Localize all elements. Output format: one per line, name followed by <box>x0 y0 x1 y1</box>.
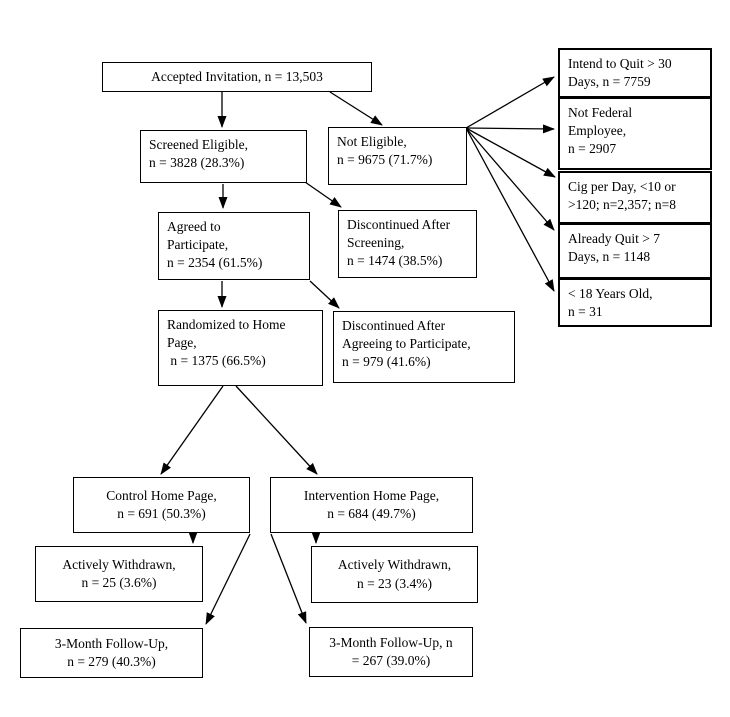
arrow-not-eligible-to-already-quit <box>465 127 555 231</box>
arrow-screened-to-discontinued-screening <box>304 181 342 208</box>
node-not-eligible: Not Eligible, n = 9675 (71.7%) <box>328 127 467 185</box>
node-actively-withdrawn-control: Actively Withdrawn, n = 25 (3.6%) <box>35 546 203 602</box>
node-intervention-home-page: Intervention Home Page, n = 684 (49.7%) <box>270 477 473 533</box>
node-cig-per-day: Cig per Day, <10 or >120; n=2,357; n=8 <box>558 171 712 224</box>
node-not-federal-employee: Not Federal Employee, n = 2907 <box>558 97 712 170</box>
node-followup-intervention: 3-Month Follow-Up, n = 267 (39.0%) <box>309 627 473 677</box>
arrow-randomized-to-control <box>160 385 224 475</box>
arrow-not-eligible-to-under-18 <box>465 127 555 292</box>
arrow-intervention-to-followup <box>270 533 307 624</box>
node-discontinued-after-screening: Discontinued After Screening, n = 1474 (… <box>338 210 477 278</box>
arrow-not-eligible-to-cig-per-day <box>465 127 556 178</box>
arrow-accepted-to-not-eligible <box>329 91 383 126</box>
arrow-not-eligible-to-not-federal <box>465 124 555 134</box>
node-control-home-page: Control Home Page, n = 691 (50.3%) <box>73 477 250 533</box>
node-agreed-to-participate: Agreed to Participate, n = 2354 (61.5%) <box>158 212 310 280</box>
node-followup-control: 3-Month Follow-Up, n = 279 (40.3%) <box>20 628 203 678</box>
arrow-randomized-to-intervention <box>235 385 318 475</box>
arrow-not-eligible-to-intend-to-quit <box>465 76 555 129</box>
node-randomized-to-home-page: Randomized to Home Page, n = 1375 (66.5%… <box>158 310 323 386</box>
node-discontinued-after-agreeing: Discontinued After Agreeing to Participa… <box>333 311 515 383</box>
node-accepted-invitation: Accepted Invitation, n = 13,503 <box>102 62 372 92</box>
arrow-control-to-followup <box>205 533 251 625</box>
node-actively-withdrawn-intervention: Actively Withdrawn, n = 23 (3.4%) <box>311 546 478 603</box>
node-already-quit: Already Quit > 7 Days, n = 1148 <box>558 223 712 279</box>
arrow-agreed-to-discontinued-agreeing <box>309 280 340 309</box>
node-screened-eligible: Screened Eligible, n = 3828 (28.3%) <box>140 130 307 183</box>
node-intend-to-quit: Intend to Quit > 30 Days, n = 7759 <box>558 48 712 98</box>
node-under-18: < 18 Years Old, n = 31 <box>558 278 712 327</box>
